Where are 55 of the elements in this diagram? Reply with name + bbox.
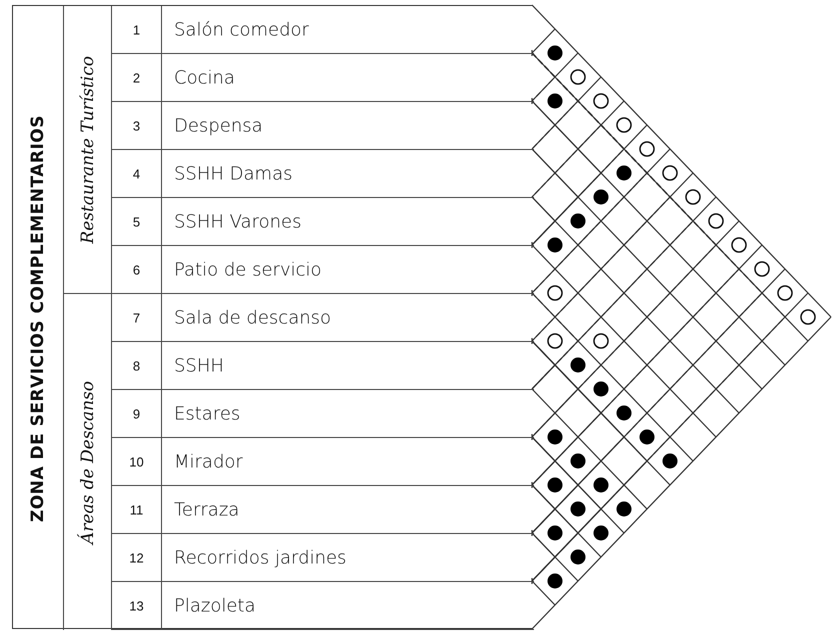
row-number: 8 xyxy=(132,358,142,373)
table-row xyxy=(112,54,534,102)
relation-connector xyxy=(531,530,533,536)
relation-connector xyxy=(531,290,533,296)
space-name: SSHH Damas xyxy=(174,163,292,184)
table-row xyxy=(112,294,534,342)
group-title: Áreas de Descanso xyxy=(78,380,98,544)
space-name: Sala de descanso xyxy=(174,307,332,328)
row-number: 10 xyxy=(128,454,145,469)
table-row xyxy=(112,534,534,582)
row-number: 4 xyxy=(132,166,142,181)
space-name: Despensa xyxy=(174,115,263,136)
group-band xyxy=(63,6,533,294)
relation-connector xyxy=(532,532,556,582)
relation-connector xyxy=(532,196,556,246)
space-name: Mirador xyxy=(174,451,243,472)
row-number: 2 xyxy=(132,70,142,85)
table-row xyxy=(112,486,534,534)
space-name: Terraza xyxy=(174,499,240,520)
row-number: 5 xyxy=(132,214,142,229)
space-name: SSHH Varones xyxy=(174,211,302,232)
table-row xyxy=(112,390,534,438)
row-number: 6 xyxy=(132,262,142,277)
zone-title: ZONA DE SERVICIOS COMPLEMENTARIOS xyxy=(28,114,48,522)
row-number: 1 xyxy=(132,22,142,37)
row-number: 7 xyxy=(132,310,142,325)
table-row xyxy=(112,438,534,486)
row-number: 12 xyxy=(128,550,145,565)
relation-connector xyxy=(531,434,533,440)
row-number: 9 xyxy=(132,406,142,421)
group-band xyxy=(63,294,533,630)
row-number: 3 xyxy=(132,118,142,133)
row-number: 13 xyxy=(128,598,145,613)
space-name: Cocina xyxy=(174,67,235,88)
relation-connector xyxy=(531,50,533,56)
group-title: Restaurante Turístico xyxy=(78,56,98,244)
table-row xyxy=(112,198,534,246)
table-row xyxy=(112,582,534,630)
zone-band xyxy=(12,5,532,629)
space-name: SSHH xyxy=(174,355,224,376)
relation-connector xyxy=(531,482,533,488)
space-name: Salón comedor xyxy=(174,19,309,40)
relation-connector xyxy=(531,338,533,344)
row-number: 11 xyxy=(128,502,144,517)
relation-connector xyxy=(531,578,533,584)
relation-connector xyxy=(531,98,533,104)
space-name: Patio de servicio xyxy=(174,259,322,280)
space-name: Plazoleta xyxy=(174,595,256,616)
table-row xyxy=(112,6,534,54)
table-row xyxy=(112,150,534,198)
space-name: Estares xyxy=(174,403,240,424)
table-row xyxy=(112,102,534,150)
space-name: Recorridos jardines xyxy=(174,547,346,568)
relation-connector xyxy=(531,242,533,248)
table-row xyxy=(112,342,534,390)
